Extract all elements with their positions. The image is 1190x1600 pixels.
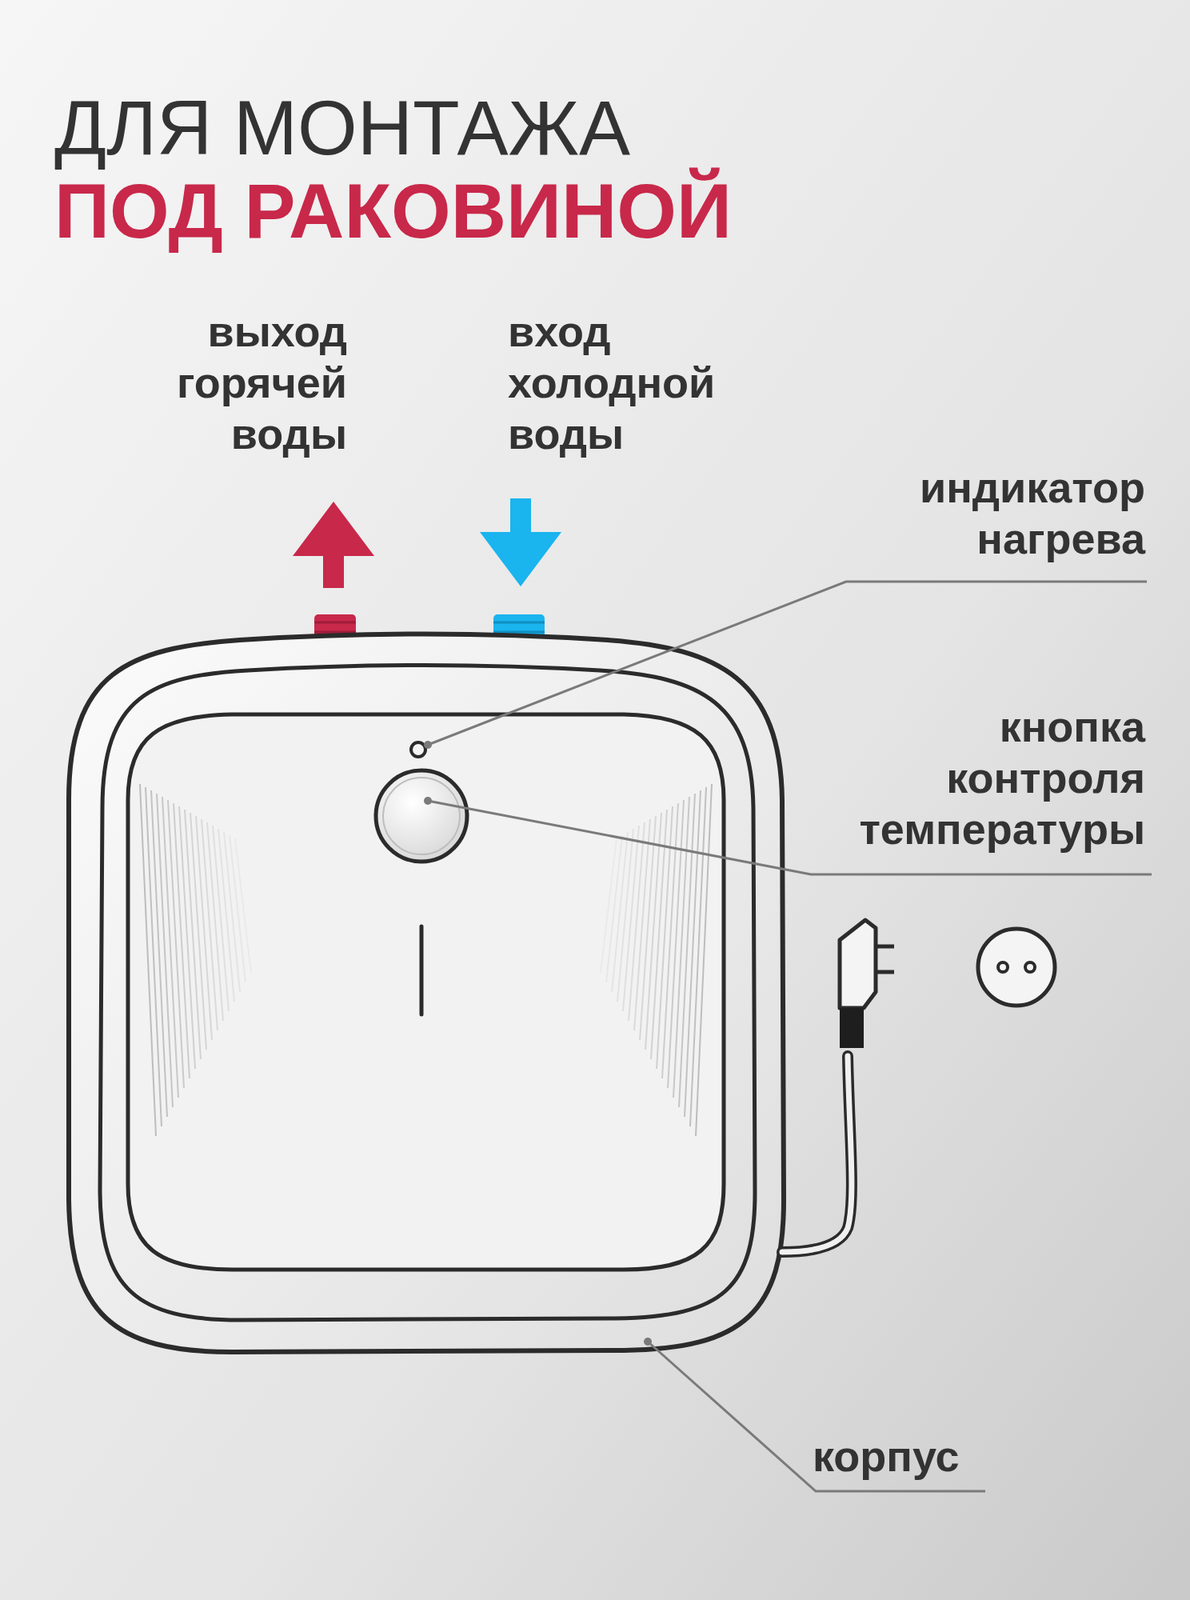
- heater-rim: [99, 665, 755, 1321]
- socket: [978, 928, 1055, 1006]
- part-label: индикатор нагрева: [919, 461, 1146, 564]
- panel-slot: [419, 926, 424, 1015]
- heat-indicator: [411, 742, 426, 757]
- power-cable: [782, 1055, 852, 1252]
- part-label: кнопка контроля температуры: [858, 700, 1146, 855]
- leader-line: [647, 1341, 986, 1491]
- heater-body: [68, 634, 784, 1353]
- hot-arrow: [292, 501, 375, 588]
- subtitle: ПОД РАКОВИНОЙ: [54, 169, 732, 253]
- temperature-knob: [375, 770, 468, 862]
- cold-arrow: [479, 498, 562, 587]
- part-label: корпус: [812, 1429, 960, 1482]
- plug: [839, 919, 876, 1008]
- plug-sleeve: [839, 1007, 864, 1048]
- part-label: вход холодной воды: [507, 305, 715, 460]
- part-label: выход горячей воды: [176, 305, 348, 460]
- front-panel: [127, 714, 724, 1270]
- title: ДЛЯ МОНТАЖА: [54, 86, 631, 170]
